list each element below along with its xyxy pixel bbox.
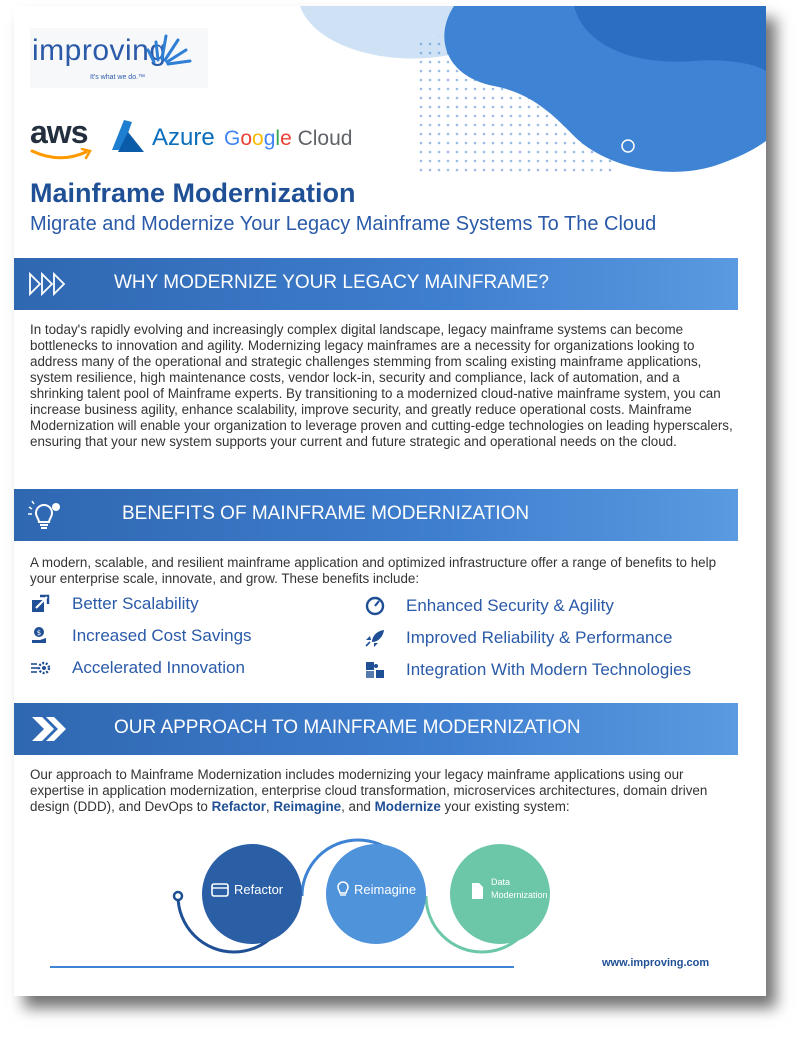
- step-data-modernization-circle: [450, 844, 550, 944]
- step-reimagine-circle: [326, 844, 426, 944]
- money-hand-icon: $: [32, 627, 46, 643]
- keyword-refactor: Refactor: [211, 799, 266, 814]
- benefit-item: Accelerated Innovation: [30, 658, 245, 678]
- section-heading-benefits: BENEFITS OF MAINFRAME MODERNIZATION: [122, 503, 530, 524]
- benefit-label: Improved Reliability & Performance: [406, 628, 673, 647]
- header-wave-graphic: [300, 6, 766, 176]
- step-refactor-label: Refactor: [234, 882, 284, 897]
- flyer-page: improving It's what we do.™ aws Azure Go…: [14, 6, 766, 996]
- reimagine-lightbulb-icon: [337, 881, 349, 896]
- double-chevron-icon: [32, 717, 66, 741]
- benefit-item: Enhanced Security & Agility: [364, 596, 614, 616]
- benefits-intro: A modern, scalable, and resilient mainfr…: [30, 555, 717, 586]
- rocket-icon: [365, 630, 384, 647]
- benefit-item: Improved Reliability & Performance: [364, 628, 672, 648]
- why-paragraph: In today's rapidly evolving and increasi…: [30, 322, 733, 449]
- step-refactor-circle: [202, 844, 302, 944]
- benefit-item: $ Increased Cost Savings: [30, 626, 252, 646]
- footer-website-link[interactable]: www.improving.com: [602, 957, 710, 969]
- keyword-modernize: Modernize: [374, 799, 441, 814]
- section-heading-approach: OUR APPROACH TO MAINFRAME MODERNIZATION: [114, 717, 581, 738]
- innovation-gear-icon: [31, 661, 51, 675]
- benefit-item: Integration With Modern Technologies: [364, 660, 691, 680]
- improving-burst-icon: [146, 34, 192, 66]
- section-band-approach: OUR APPROACH TO MAINFRAME MODERNIZATION: [14, 703, 738, 755]
- benefit-label: Better Scalability: [72, 594, 199, 613]
- refactor-icon: [211, 883, 229, 897]
- benefit-item: Better Scalability: [30, 594, 199, 614]
- improving-logo-wordmark: improving: [32, 34, 167, 67]
- google-cloud-logo: Google Cloud: [224, 127, 353, 150]
- approach-paragraph: Our approach to Mainframe Modernization …: [30, 767, 708, 814]
- azure-icon: [112, 120, 144, 152]
- speedometer-icon: [365, 596, 385, 616]
- benefit-label: Integration With Modern Technologies: [406, 660, 692, 679]
- lightbulb-gear-icon: [28, 500, 60, 529]
- keyword-reimagine: Reimagine: [273, 799, 342, 814]
- page-subtitle: Migrate and Modernize Your Legacy Mainfr…: [30, 213, 657, 235]
- benefit-label: Enhanced Security & Agility: [406, 596, 614, 615]
- scale-arrow-icon: [32, 594, 50, 612]
- triple-chevron-icon: [29, 271, 66, 297]
- benefit-label: Increased Cost Savings: [72, 626, 252, 645]
- section-band-benefits: BENEFITS OF MAINFRAME MODERNIZATION: [14, 489, 738, 541]
- improving-logo[interactable]: [30, 28, 208, 88]
- step-data-label-line1: Data: [491, 877, 511, 887]
- step-reimagine-label: Reimagine: [354, 882, 417, 897]
- step-data-label-line2: Modernization: [491, 890, 548, 900]
- page-title: Mainframe Modernization: [30, 178, 356, 208]
- benefit-label: Accelerated Innovation: [72, 658, 245, 677]
- improving-logo-tagline: It's what we do.™: [90, 74, 146, 81]
- azure-logo-text: Azure: [152, 124, 215, 151]
- section-band-why: WHY MODERNIZE YOUR LEGACY MAINFRAME?: [14, 258, 738, 310]
- footer-divider: [50, 966, 514, 968]
- data-document-icon: [472, 883, 483, 899]
- aws-logo: aws: [30, 114, 88, 150]
- section-heading-why: WHY MODERNIZE YOUR LEGACY MAINFRAME?: [114, 272, 549, 293]
- svg-text:$: $: [37, 629, 41, 637]
- aws-smile-icon: [30, 148, 92, 160]
- puzzle-icon: [366, 662, 384, 678]
